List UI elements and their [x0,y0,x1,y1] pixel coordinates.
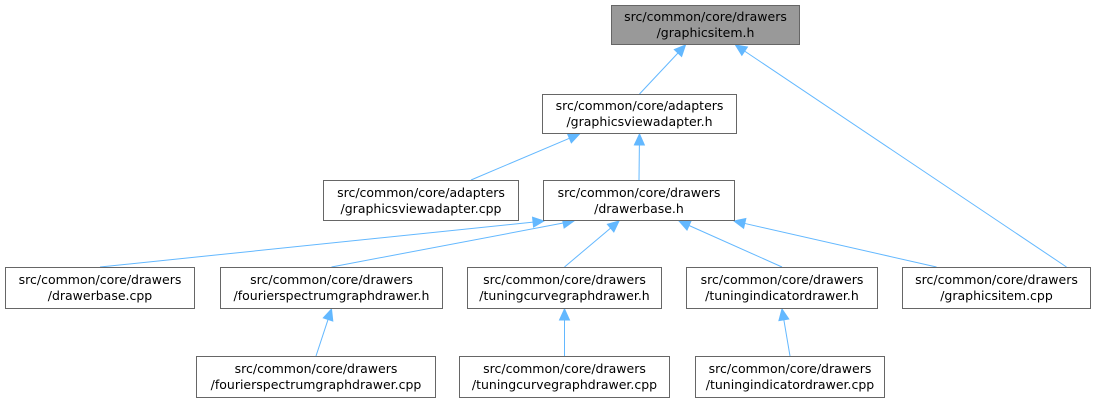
node-tuningcurvegraphdrawer-cpp[interactable]: src/common/core/drawers /tuningcurvegrap… [459,356,670,398]
node-file: /tuningcurvegraphdrawer.cpp [471,377,658,392]
edge-arrowhead [778,307,790,322]
edge-arrowhead [734,44,749,57]
node-path: src/common/core/drawers [557,184,721,200]
edge-arrowhead [558,307,571,321]
node-drawerbase-cpp[interactable]: src/common/core/drawers /drawerbase.cpp [5,267,195,309]
node-tuningindicatordrawer-cpp[interactable]: src/common/core/drawers /tuningindicator… [695,356,885,398]
edge-line [331,222,564,268]
node-path: src/common/core/drawers [483,272,646,287]
node-path: src/common/core/drawers [624,9,787,24]
edge-arrowhead [673,44,687,58]
node-file: /tuningindicatordrawer.cpp [705,377,875,392]
edge-line [639,52,679,95]
node-file: /fourierspectrumgraphdrawer.h [233,288,430,303]
node-file: /graphicsitem.cpp [940,288,1053,303]
node-file: /drawerbase.h [594,200,684,216]
edge-line [315,319,329,357]
node-graphicsitem-h: src/common/core/drawers /graphicsitem.h [611,5,800,45]
node-path: src/common/core/drawers [18,272,182,287]
node-path: src/common/core/drawers [250,272,413,287]
node-file: /drawerbase.cpp [47,288,153,303]
node-path: src/common/core/drawers [708,361,872,376]
node-path: src/common/core/adapters [337,184,505,200]
node-tuningindicatordrawer-h[interactable]: src/common/core/drawers /tuningindicator… [686,267,878,309]
node-file: /graphicsviewadapter.cpp [340,200,502,216]
node-path: src/common/core/adapters [555,98,724,113]
node-drawerbase-h[interactable]: src/common/core/drawers /drawerbase.h [543,180,735,221]
edge-arrowhead [531,216,546,228]
edge-arrowhead [566,133,581,144]
node-fourierspectrumgraphdrawer-h[interactable]: src/common/core/drawers /fourierspectrum… [220,267,443,309]
edge-arrowhead [732,217,747,230]
node-path: src/common/core/drawers [700,272,864,287]
edge-line [470,137,570,181]
node-file: /graphicsitem.h [656,25,755,40]
edge-line [99,221,534,268]
edge-arrowhead [677,220,692,231]
edge-arrowhead [322,307,334,322]
edge-line [783,319,791,357]
node-file: /graphicsviewadapter.h [566,114,713,129]
node-graphicsitem-cpp[interactable]: src/common/core/drawers /graphicsitem.cp… [902,267,1091,309]
node-path: src/common/core/drawers [915,272,1078,287]
node-tuningcurvegraphdrawer-h[interactable]: src/common/core/drawers /tuningcurvegrap… [467,267,662,309]
edge-arrowhead [633,132,646,146]
node-file: /tuningindicatordrawer.h [705,288,859,303]
node-file: /tuningcurvegraphdrawer.h [479,288,650,303]
node-path: src/common/core/drawers [234,361,398,376]
edge-line [744,50,1067,268]
edge-arrowhead [606,220,620,233]
node-fourierspectrumgraphdrawer-cpp[interactable]: src/common/core/drawers /fourierspectrum… [196,356,436,398]
node-graphicsviewadapter-h[interactable]: src/common/core/adapters /graphicsviewad… [542,94,737,134]
edge-line [688,225,783,268]
edge-line [564,227,611,268]
node-graphicsviewadapter-cpp[interactable]: src/common/core/adapters /graphicsviewad… [323,180,519,221]
node-file: /fourierspectrumgraphdrawer.cpp [210,377,422,392]
edge-line [744,222,937,268]
node-path: src/common/core/drawers [483,361,646,376]
